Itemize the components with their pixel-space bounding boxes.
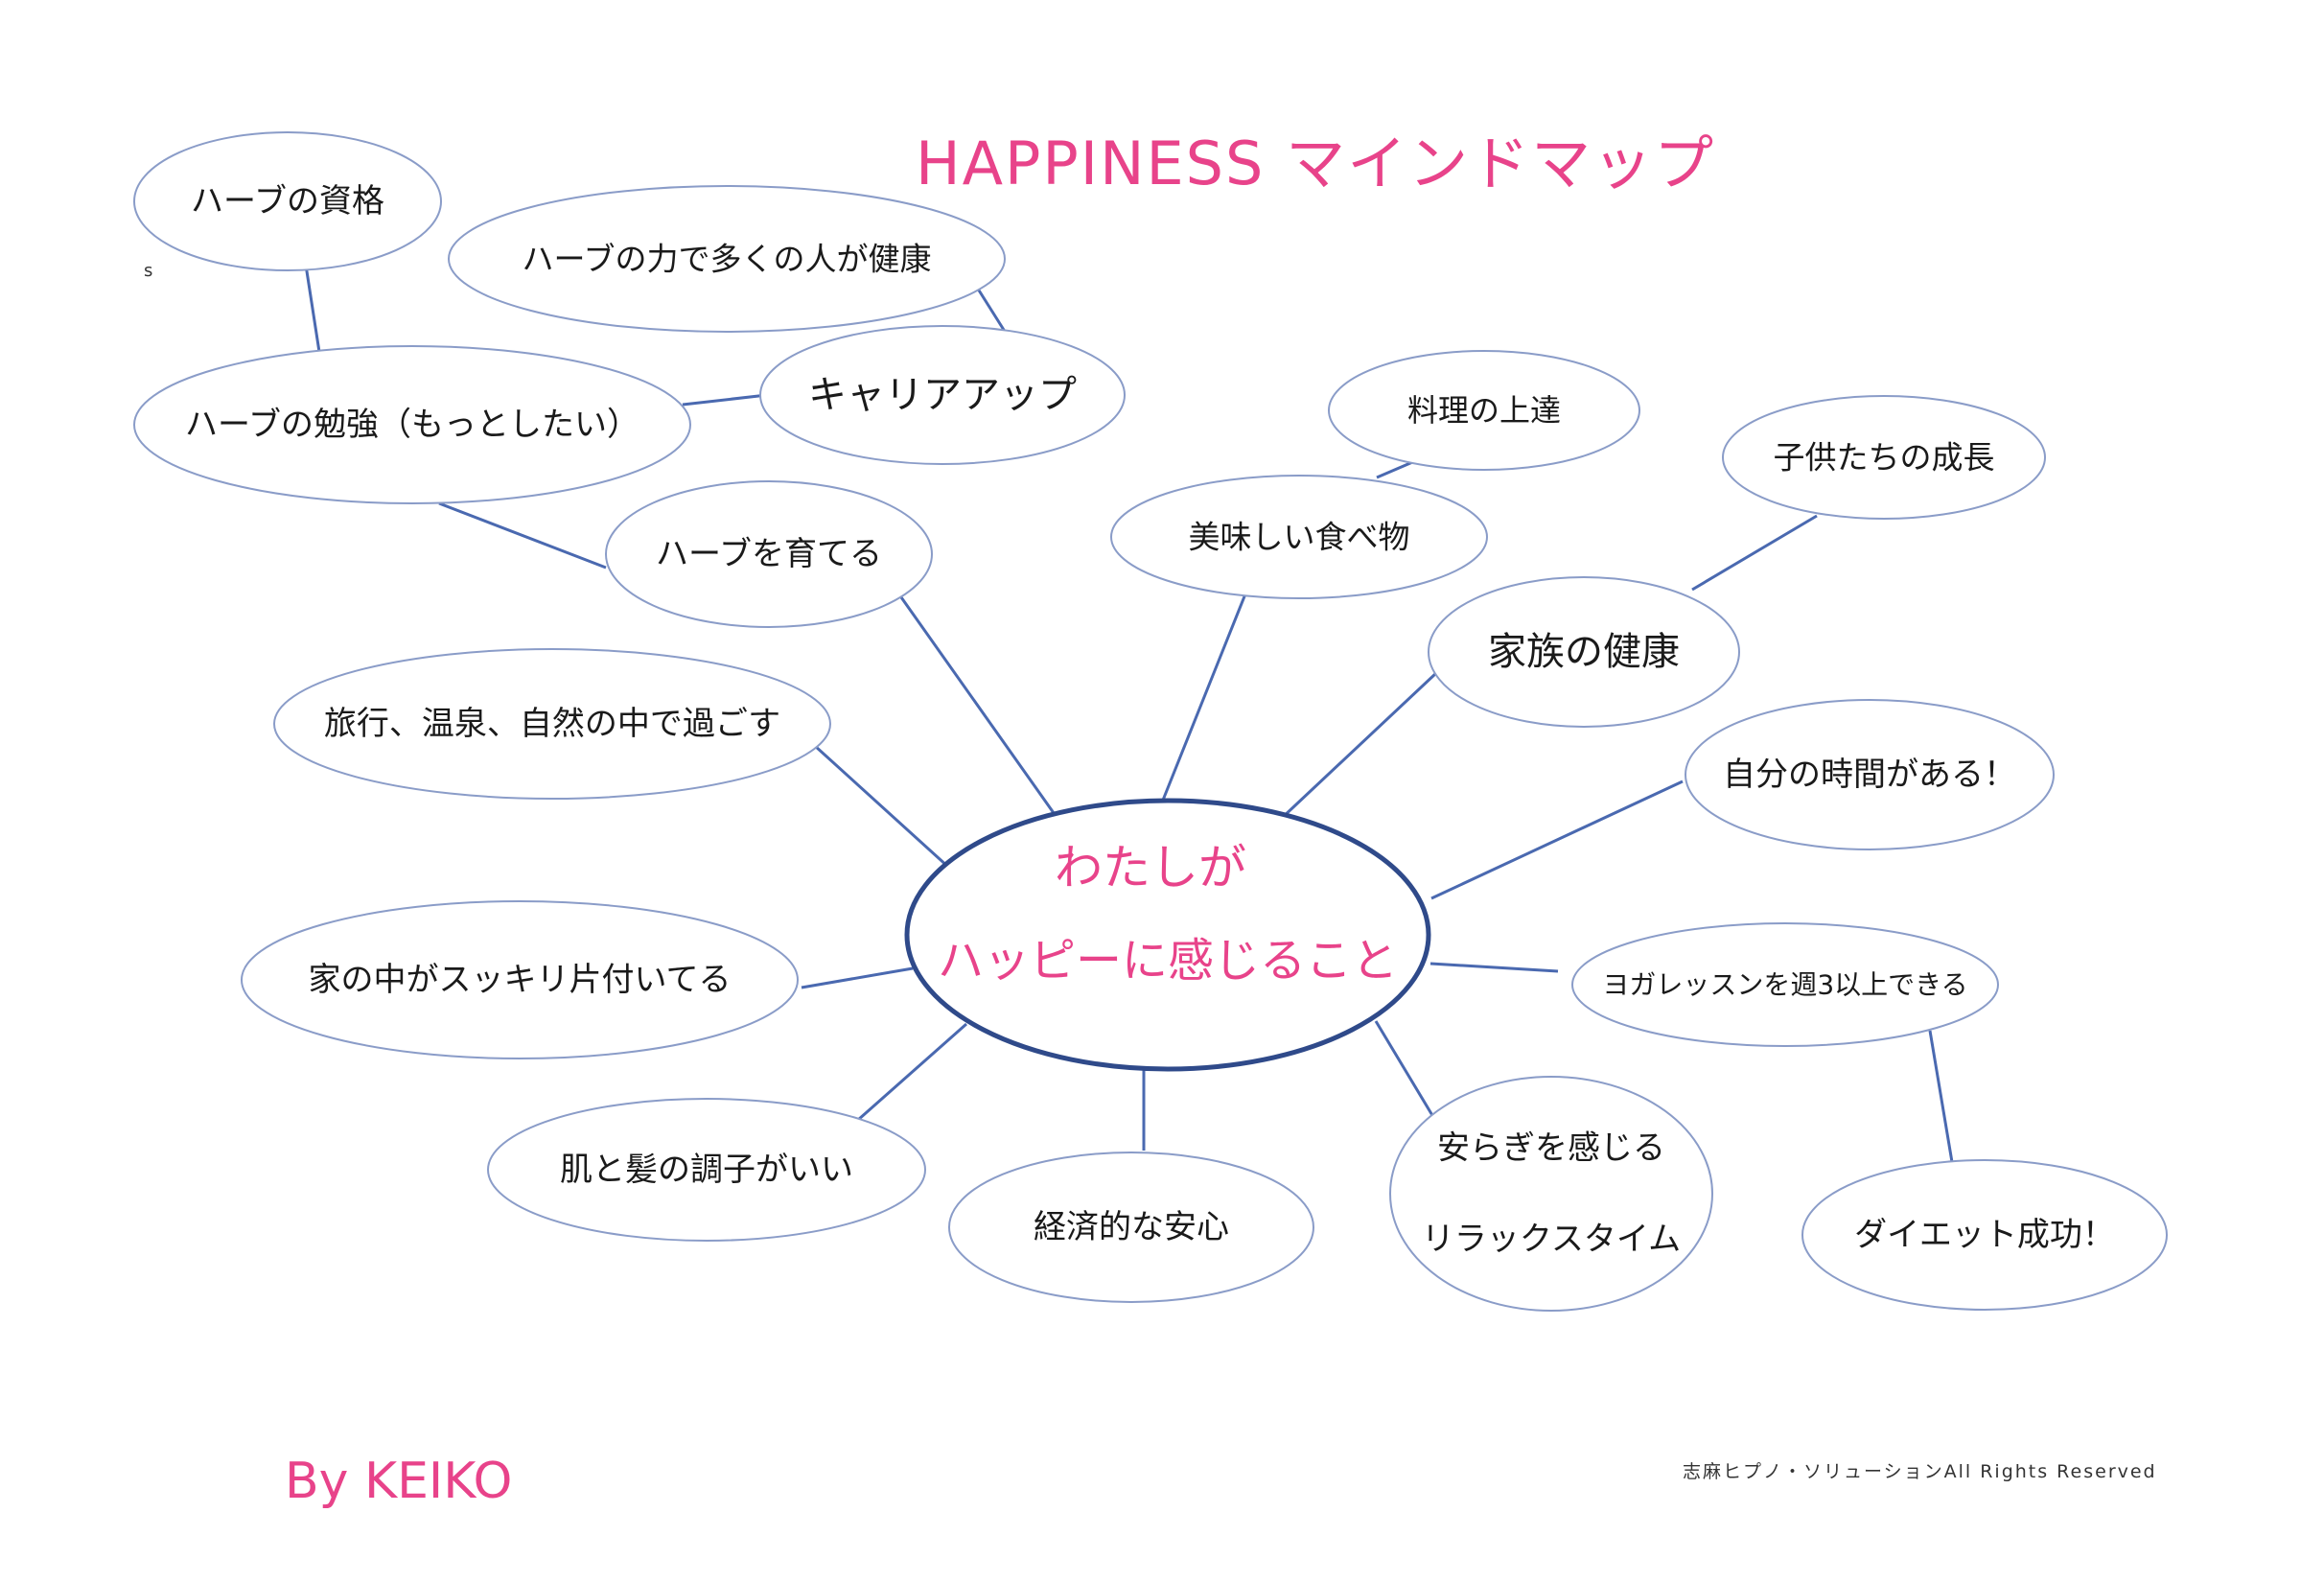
nodes: ハーブの資格ハーブの力で多くの人が健康キャリアアップハーブの勉強（もっとしたい）… xyxy=(133,131,2168,1312)
node-label: ヨガレッスンを週3以上できる xyxy=(1602,969,1967,1001)
stray-mark: s xyxy=(144,261,153,281)
connector-line xyxy=(438,501,607,570)
node-label: 肌と髪の調子がいい xyxy=(560,1151,853,1189)
node-children-growth[interactable]: 子供たちの成長 xyxy=(1722,395,2046,520)
node-label: 安らぎを感じる xyxy=(1437,1128,1665,1167)
node-label: ダイエット成功！ xyxy=(1854,1216,2115,1254)
connector-line xyxy=(1928,1030,1954,1163)
node-label: ハーブを育てる xyxy=(656,535,882,573)
node-label: 経済的な安心 xyxy=(1034,1208,1229,1246)
node-delicious-food[interactable]: 美味しい食べ物 xyxy=(1110,475,1488,599)
node-label: 旅行、温泉、自然の中で過ごす xyxy=(324,705,780,743)
node-tidy-home[interactable]: 家の中がスッキリ片付いてる xyxy=(241,900,799,1059)
node-ellipse xyxy=(1722,395,2046,520)
node-ellipse xyxy=(133,345,691,504)
node-ellipse xyxy=(1685,699,2055,850)
connector-line xyxy=(682,393,768,407)
node-label: 家の中がスッキリ片付いてる xyxy=(309,961,732,999)
node-herb-health[interactable]: ハーブの力で多くの人が健康 xyxy=(448,185,1006,333)
node-ellipse xyxy=(605,480,933,628)
author-credit: By KEIKO xyxy=(285,1453,513,1510)
node-my-time[interactable]: 自分の時間がある！ xyxy=(1685,699,2055,850)
connector-line xyxy=(857,1022,967,1122)
connector-line xyxy=(1430,779,1684,900)
center-ellipse xyxy=(904,798,1431,1072)
connector-line xyxy=(1158,591,1248,808)
node-family-health[interactable]: 家族の健康 xyxy=(1428,576,1740,728)
node-ellipse xyxy=(1110,475,1488,599)
node-yoga[interactable]: ヨガレッスンを週3以上できる xyxy=(1571,922,1999,1047)
connector-line xyxy=(1278,671,1438,822)
center-label-line: ハッピーに感じること xyxy=(938,934,1398,988)
node-ellipse xyxy=(1389,1076,1713,1312)
node-herb-study[interactable]: ハーブの勉強（もっとしたい） xyxy=(133,345,691,504)
node-grow-herbs[interactable]: ハーブを育てる xyxy=(605,480,933,628)
connector-line xyxy=(1691,514,1818,592)
node-cooking[interactable]: 料理の上達 xyxy=(1328,350,1640,471)
node-career-up[interactable]: キャリアアップ xyxy=(759,325,1126,465)
node-ellipse xyxy=(1428,576,1740,728)
connector-line xyxy=(303,258,323,365)
node-ellipse xyxy=(1801,1159,2168,1311)
node-finance[interactable]: 経済的な安心 xyxy=(948,1152,1314,1303)
node-diet[interactable]: ダイエット成功！ xyxy=(1801,1159,2168,1311)
node-label: 料理の上達 xyxy=(1407,392,1561,429)
node-ellipse xyxy=(448,185,1006,333)
node-ellipse xyxy=(241,900,799,1059)
node-ellipse xyxy=(1328,350,1640,471)
center-label-line: わたしが xyxy=(1055,840,1246,896)
node-label: 家族の健康 xyxy=(1488,630,1680,674)
connectors xyxy=(303,258,1954,1163)
node-herb-license[interactable]: ハーブの資格 xyxy=(133,131,442,271)
copyright-notice: 志麻ヒプノ・ソリューションAll Rights Reserved xyxy=(1683,1461,2157,1482)
node-label: 子供たちの成長 xyxy=(1774,439,1995,477)
node-ellipse xyxy=(273,648,831,800)
node-ellipse xyxy=(133,131,442,271)
node-label: ハーブの勉強（もっとしたい） xyxy=(185,406,639,444)
node-label: ハーブの力で多くの人が健康 xyxy=(522,241,931,278)
connector-line xyxy=(899,596,1060,821)
connector-line xyxy=(801,966,914,989)
page-title: HAPPINESS マインドマップ xyxy=(916,128,1716,198)
node-ellipse xyxy=(1571,922,1999,1047)
connector-line xyxy=(1429,962,1559,973)
connector-line xyxy=(1374,1020,1435,1118)
node-label: ハーブの資格 xyxy=(191,182,384,221)
connector-line xyxy=(974,285,1011,338)
node-label: 美味しい食べ物 xyxy=(1189,519,1410,556)
node-ellipse xyxy=(948,1152,1314,1303)
node-label: リラックスタイム xyxy=(1422,1221,1681,1259)
node-skin-hair[interactable]: 肌と髪の調子がいい xyxy=(487,1098,926,1242)
node-ellipse xyxy=(759,325,1126,465)
connector-line xyxy=(813,744,951,870)
node-label: 自分の時間がある！ xyxy=(1723,756,2016,794)
node-travel[interactable]: 旅行、温泉、自然の中で過ごす xyxy=(273,648,831,800)
node-ellipse xyxy=(487,1098,926,1242)
node-label: キャリアアップ xyxy=(808,373,1077,417)
